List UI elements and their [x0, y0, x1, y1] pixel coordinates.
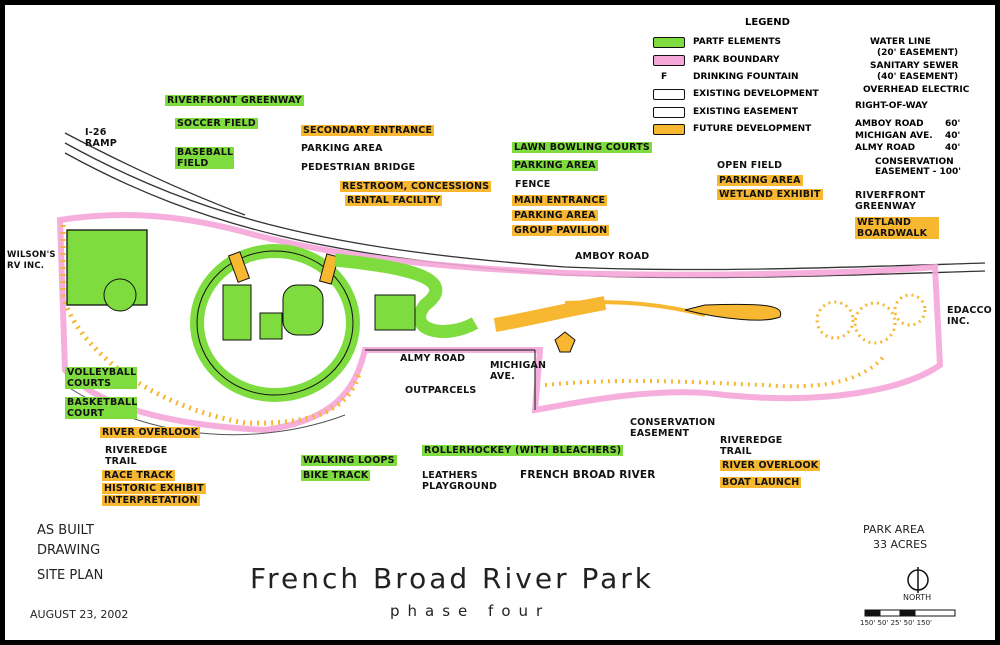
- label-fence: FENCE: [515, 179, 551, 190]
- label-riveredge-trail-1: RIVEREDGE TRAIL: [105, 445, 168, 467]
- label-river-overlook-2: RIVER OVERLOOK: [720, 460, 821, 471]
- legend-boundary: PARK BOUNDARY: [693, 55, 780, 65]
- legend-electric: OVERHEAD ELECTRIC: [863, 85, 970, 95]
- legend-row: RIGHT-OF-WAY: [855, 101, 928, 111]
- riveredge-trail-dots: [544, 353, 887, 389]
- legend-water: WATER LINE: [870, 37, 931, 47]
- wetland-exhibit-area: [684, 303, 782, 321]
- legend-swatch-partf: [653, 37, 685, 48]
- legend: LEGEND PARTF ELEMENTS PARK BOUNDARY F DR…: [645, 15, 990, 177]
- label-baseball: BASEBALL FIELD: [175, 147, 234, 169]
- legend-swatch-existing: [653, 89, 685, 100]
- legend-fountain: DRINKING FOUNTAIN: [693, 72, 799, 82]
- park-area-label: PARK AREA: [863, 523, 925, 536]
- label-wetland-boardwalk: WETLAND BOARDWALK: [855, 217, 939, 239]
- north-arrow: [907, 567, 929, 593]
- label-bike-track: BIKE TRACK: [301, 470, 371, 481]
- legend-water-sub: (20' EASEMENT): [877, 48, 959, 58]
- label-river-overlook-1: RIVER OVERLOOK: [100, 427, 201, 438]
- legend-michigan-width: 40': [945, 131, 961, 141]
- label-conservation-easement: CONSERVATION EASEMENT: [630, 417, 716, 439]
- drawing-label: DRAWING: [37, 543, 101, 558]
- label-french-broad-river: FRENCH BROAD RIVER: [520, 469, 656, 481]
- legend-amboy: AMBOY ROAD: [855, 119, 924, 129]
- label-rollerhockey: ROLLERHOCKEY (WITH BLEACHERS): [422, 445, 624, 456]
- label-parking-4: PARKING AREA: [717, 175, 803, 186]
- scale-bar: [864, 609, 956, 617]
- legend-existing-dev: EXISTING DEVELOPMENT: [693, 89, 819, 99]
- date-label: AUGUST 23, 2002: [30, 608, 129, 621]
- label-edacco: EDACCO INC.: [947, 305, 992, 327]
- label-restroom: RESTROOM, CONCESSIONS: [340, 181, 492, 192]
- label-group-pavilion: GROUP PAVILION: [512, 225, 610, 236]
- race-track: [60, 225, 363, 426]
- label-soccer: SOCCER FIELD: [175, 118, 258, 129]
- label-boat-launch: BOAT LAUNCH: [720, 477, 802, 488]
- label-almy-road: ALMY ROAD: [400, 353, 466, 364]
- label-riverfront-greenway: RIVERFRONT GREENWAY: [165, 95, 304, 106]
- label-ramp: I-26 RAMP: [85, 127, 117, 149]
- label-wetland-exhibit: WETLAND EXHIBIT: [717, 189, 823, 200]
- legend-sewer-sub: (40' EASEMENT): [877, 72, 959, 82]
- legend-swatch-easement: [653, 107, 685, 118]
- legend-swatch-future: [653, 124, 685, 135]
- group-pavilion: [554, 331, 576, 353]
- site-plan-sheet: LEGEND PARTF ELEMENTS PARK BOUNDARY F DR…: [5, 5, 995, 640]
- pedestrian-bridge-1: [227, 251, 251, 283]
- bike-track-oval: [196, 250, 354, 396]
- page-subtitle: phase four: [390, 602, 551, 620]
- label-parking-1: PARKING AREA: [301, 143, 383, 154]
- label-rental: RENTAL FACILITY: [345, 195, 443, 206]
- label-michigan-ave: MICHIGAN AVE.: [490, 360, 547, 382]
- label-race-track: RACE TRACK: [102, 470, 175, 481]
- fountain-icon: F: [661, 72, 668, 82]
- label-open-field: OPEN FIELD: [717, 160, 783, 171]
- legend-easement: EXISTING EASEMENT: [693, 107, 798, 117]
- label-historic: HISTORIC EXHIBIT: [102, 483, 206, 494]
- legend-sewer: SANITARY SEWER: [870, 61, 959, 71]
- legend-almy-width: 40': [945, 143, 961, 153]
- legend-michigan: MICHIGAN AVE.: [855, 131, 933, 141]
- wetland-boardwalk: [815, 293, 927, 345]
- greenway-strip: [334, 253, 479, 338]
- legend-almy: ALMY ROAD: [855, 143, 916, 153]
- label-ped-bridge: PEDESTRIAN BRIDGE: [301, 162, 416, 173]
- label-outparcels: OUTPARCELS: [405, 385, 477, 396]
- lawn-bowling-courts: [374, 294, 416, 331]
- page-title: French Broad River Park: [250, 562, 655, 595]
- north-label: NORTH: [903, 593, 932, 602]
- volleyball-courts: [222, 284, 252, 341]
- label-parking-2: PARKING AREA: [512, 160, 598, 171]
- legend-title: LEGEND: [745, 17, 790, 28]
- label-lawn-bowling: LAWN BOWLING COURTS: [512, 142, 652, 153]
- pedestrian-bridge-2: [318, 253, 340, 285]
- legend-conservation: CONSERVATION EASEMENT - 100': [875, 157, 962, 177]
- label-volleyball: VOLLEYBALL COURTS: [65, 367, 137, 389]
- acres-label: 33 ACRES: [873, 538, 928, 551]
- label-interpretation: INTERPRETATION: [102, 495, 200, 506]
- future-parking: [493, 296, 607, 332]
- legend-swatch-boundary: [653, 55, 685, 66]
- legend-partf: PARTF ELEMENTS: [693, 37, 781, 47]
- label-walking-loops: WALKING LOOPS: [301, 455, 397, 466]
- label-main-entrance: MAIN ENTRANCE: [512, 195, 608, 206]
- label-wilsons: WILSON'S RV INC.: [7, 250, 56, 271]
- park-map: [56, 132, 986, 617]
- legend-amboy-width: 60': [945, 119, 961, 129]
- label-riverfront-greenway-2: RIVERFRONT GREENWAY: [855, 190, 926, 212]
- scale-label: 150' 50' 25' 50' 150': [860, 619, 932, 627]
- basketball-court: [259, 312, 283, 340]
- rollerhockey-rink: [282, 284, 324, 336]
- label-leathers: LEATHERS PLAYGROUND: [422, 470, 498, 492]
- label-amboy-road: AMBOY ROAD: [575, 251, 650, 262]
- label-secondary-entrance: SECONDARY ENTRANCE: [301, 125, 435, 136]
- legend-future: FUTURE DEVELOPMENT: [693, 124, 812, 134]
- site-plan-label: SITE PLAN: [37, 568, 104, 583]
- as-built-label: AS BUILT: [37, 523, 94, 538]
- label-riveredge-trail-2: RIVEREDGE TRAIL: [720, 435, 783, 457]
- label-basketball: BASKETBALL COURT: [65, 397, 138, 419]
- label-parking-3: PARKING AREA: [512, 210, 598, 221]
- park-boundary: [56, 212, 944, 434]
- baseball-diamond: [103, 278, 137, 312]
